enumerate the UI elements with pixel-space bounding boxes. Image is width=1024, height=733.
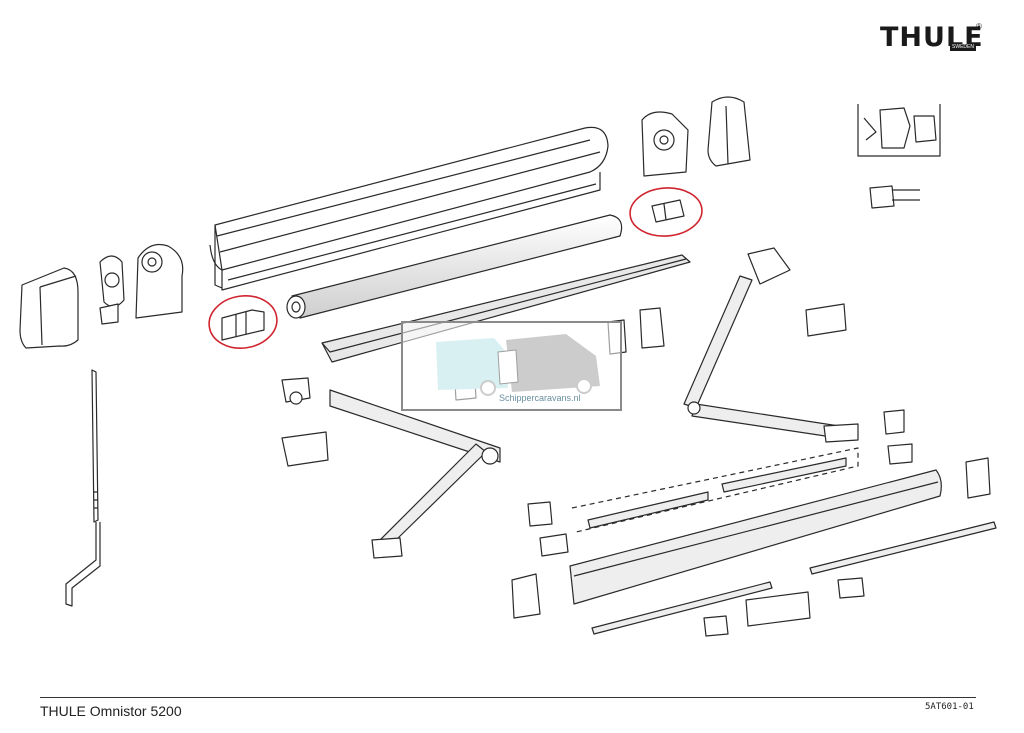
left-gear-assembly — [99, 243, 184, 325]
right-shoulder-clip — [805, 303, 847, 337]
lower-rails — [591, 521, 997, 637]
highlight-right-plug — [629, 187, 703, 237]
small-bracket — [869, 185, 920, 209]
support-rails — [571, 447, 859, 533]
detail-inset — [857, 104, 941, 157]
right-plug — [651, 199, 685, 223]
right-small-parts — [883, 409, 991, 499]
watermark-frame: Schippercaravans.nl — [401, 321, 622, 411]
right-end-cap — [707, 96, 751, 167]
thule-logo: THULE SWEDEN ® — [880, 22, 983, 56]
crank-handle — [65, 369, 101, 607]
left-plug — [221, 309, 265, 341]
roller-tube — [286, 214, 623, 319]
logo-subtext: SWEDEN — [950, 44, 976, 51]
right-gear-housing — [641, 111, 689, 177]
footer-title: THULE Omnistor 5200 — [40, 703, 182, 719]
left-shoulder-clip — [281, 431, 329, 467]
front-profile — [569, 469, 942, 605]
lower-left-parts — [511, 501, 569, 619]
registered-mark: ® — [976, 22, 982, 31]
left-arm — [281, 377, 501, 559]
highlight-left-plug — [208, 295, 278, 349]
right-arm — [683, 247, 859, 443]
footer-code: 5AT601-01 — [925, 702, 974, 712]
footer-divider — [40, 697, 976, 698]
cassette-housing — [209, 126, 609, 291]
watermark-text: Schippercaravans.nl — [499, 393, 581, 403]
left-end-cap — [19, 267, 79, 349]
